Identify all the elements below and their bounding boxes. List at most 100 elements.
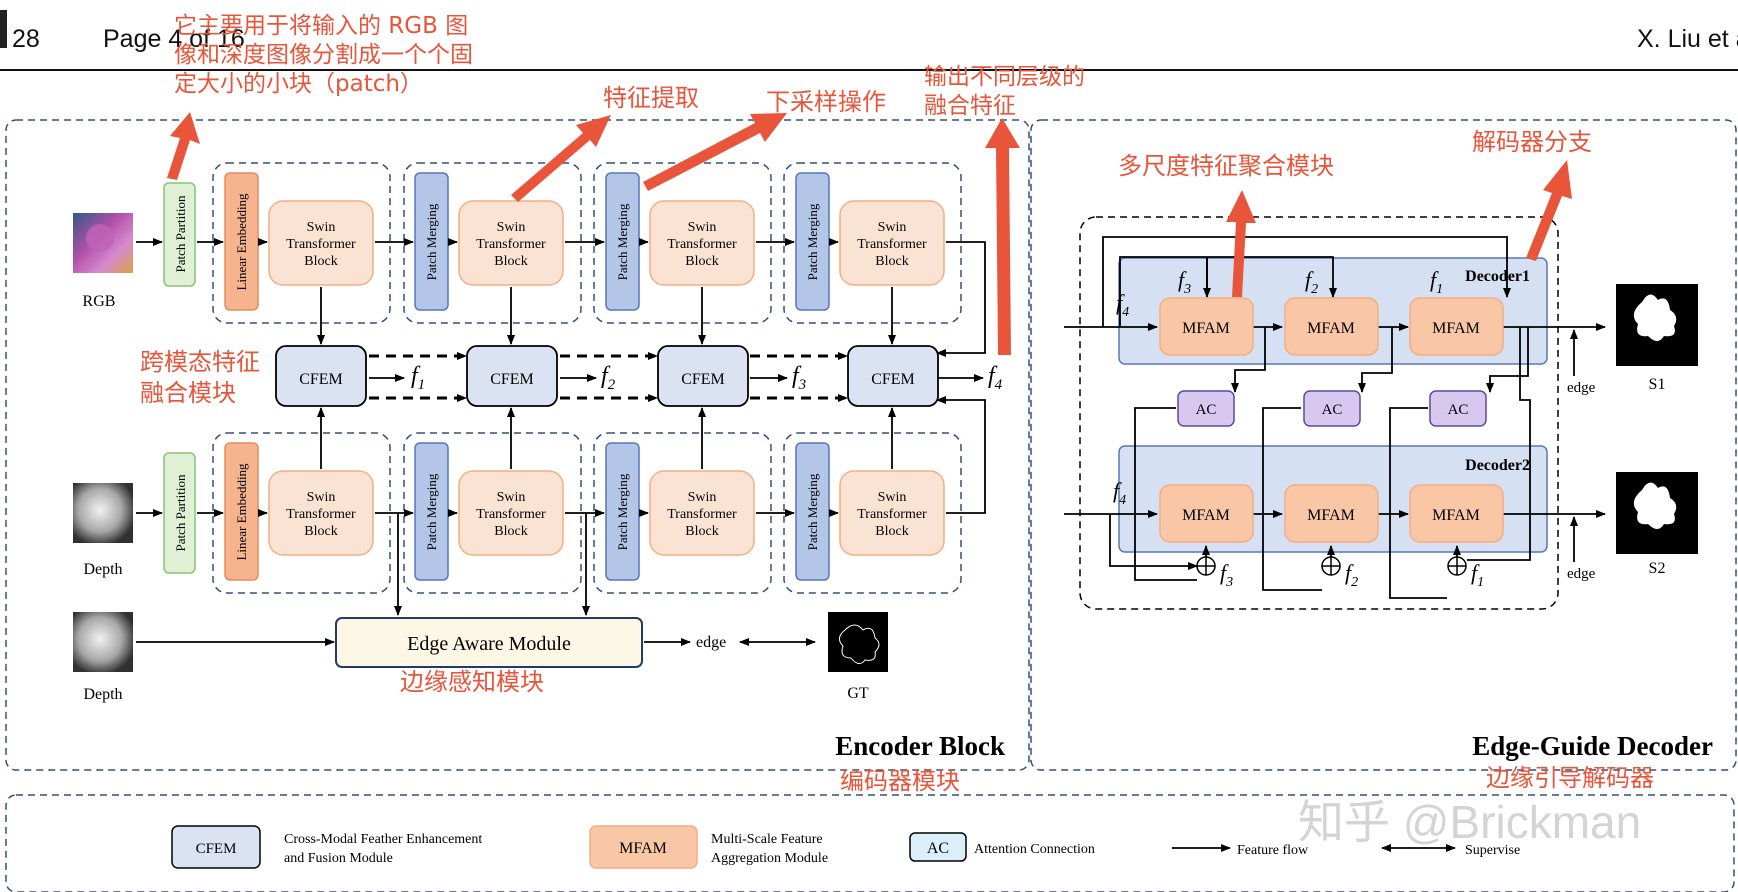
f1-label: f1 [411, 363, 425, 393]
cfem-1: CFEM [275, 345, 367, 407]
output-s1 [1616, 284, 1698, 366]
ac-1: AC [1177, 390, 1235, 427]
swin-line2: Transformer [857, 237, 927, 252]
legend-mfam-desc1: Multi-Scale Feature [711, 832, 823, 847]
linear-embedding-rgb: Linear Embedding [224, 172, 259, 311]
cfem-4: CFEM [847, 345, 939, 407]
encoder-flow-arrows [136, 238, 986, 646]
rgb-label: RGB [83, 293, 116, 310]
patch-partition-depth: Patch Partition [163, 452, 196, 574]
legend-container [5, 794, 1735, 892]
swin-line1: Swin [688, 490, 717, 505]
swin-line3: Block [304, 254, 337, 269]
s2-mask [1633, 482, 1677, 529]
annotation-arrows [167, 112, 1572, 355]
add-node-3 [1447, 556, 1467, 576]
header-page-number: 28 [12, 25, 40, 53]
annot-multilevel-1: 输出不同层级的 [924, 64, 1085, 90]
swin-line2: Transformer [476, 507, 546, 522]
dec-f2-bot: f2 [1345, 560, 1358, 590]
ac-label: AC [1322, 402, 1343, 418]
annot-cross-modal-1: 跨模态特征 [140, 348, 260, 376]
patch-merging-label: Patch Merging [615, 473, 630, 550]
swin-line1: Swin [688, 220, 717, 235]
gt-image [828, 612, 888, 672]
page-header: 28 Page 4 of 16 X. Liu et a [0, 10, 1738, 71]
mfam-label: MFAM [1182, 320, 1230, 337]
swin-line1: Swin [307, 220, 336, 235]
legend-ac-label: AC [927, 840, 949, 857]
decoder-wiring [1064, 236, 1606, 599]
ac-blocks: AC AC AC [1177, 390, 1487, 427]
patch-merging-d2: Patch Merging [605, 442, 640, 581]
annot-patch-3: 定大小的小块（patch） [174, 71, 423, 97]
swin-line1: Swin [307, 490, 336, 505]
legend-mfam-desc2: Aggregation Module [711, 851, 828, 866]
mfam-label: MFAM [1432, 320, 1480, 337]
annot-edge-module: 边缘感知模块 [400, 668, 544, 696]
patch-merging-label: Patch Merging [805, 473, 820, 550]
legend-cfem-desc2: and Fusion Module [284, 851, 393, 866]
decoder1-label: Decoder1 [1465, 268, 1530, 285]
swin-line2: Transformer [286, 507, 356, 522]
mfam-bot-2: MFAM [1284, 484, 1379, 543]
swin-line2: Transformer [476, 237, 546, 252]
s1-label: S1 [1649, 376, 1666, 393]
dec-f4-top: f4 [1116, 290, 1129, 320]
depth-label: Depth [83, 561, 122, 578]
swin-line1: Swin [497, 220, 526, 235]
patch-partition-rgb: Patch Partition [163, 182, 196, 287]
annot-feature-extract: 特征提取 [603, 84, 699, 112]
mfam-label: MFAM [1182, 507, 1230, 524]
swin-line2: Transformer [667, 507, 737, 522]
depth-image [73, 483, 133, 543]
linear-embedding-label: Linear Embedding [234, 463, 249, 561]
patch-merging-label: Patch Merging [424, 203, 439, 280]
legend-mfam-label: MFAM [619, 840, 667, 857]
patch-merging-r2: Patch Merging [605, 172, 640, 311]
patch-merging-label: Patch Merging [424, 473, 439, 550]
swin-line1: Swin [878, 220, 907, 235]
decoder-title: Edge-Guide Decoder [1472, 731, 1713, 761]
ac-label: AC [1196, 402, 1217, 418]
patch-merging-blocks: Patch Merging Patch Merging Patch Mergin… [414, 172, 830, 581]
depth-image-2 [73, 612, 133, 672]
input-images: RGB Depth Depth [73, 213, 133, 703]
header-marker [0, 10, 7, 48]
annot-decoder: 边缘引导解码器 [1486, 764, 1654, 792]
depth-label-2: Depth [83, 686, 122, 703]
dec-f1-bot: f1 [1471, 560, 1484, 590]
legend-cfem-desc1: Cross-Modal Feather Enhancement [284, 832, 482, 847]
legend-ac-swatch [909, 832, 967, 862]
mfam-blocks: MFAM MFAM MFAM MFAM MFAM MFAM [1159, 297, 1504, 543]
legend-ac-desc: Attention Connection [974, 842, 1095, 857]
swin-line3: Block [685, 524, 718, 539]
ac-3: AC [1429, 390, 1487, 427]
f2-label: f2 [601, 363, 616, 393]
swin-line2: Transformer [667, 237, 737, 252]
decoder2-edge-label: edge [1567, 566, 1596, 582]
cfem-2: CFEM [466, 345, 558, 407]
legend-supervise-label: Supervise [1465, 843, 1520, 858]
mfam-bot-3: MFAM [1409, 484, 1504, 543]
mfam-top-1: MFAM [1159, 297, 1254, 356]
patch-partition-label: Patch Partition [173, 474, 188, 551]
f3-label: f3 [792, 363, 806, 393]
dec-f3-top: f3 [1178, 267, 1191, 297]
dec-f2-top: f2 [1305, 267, 1318, 297]
s2-label: S2 [1649, 560, 1666, 577]
cfem-blocks: CFEM CFEM CFEM CFEM [275, 345, 939, 407]
mfam-bot-1: MFAM [1159, 484, 1254, 543]
output-s2 [1616, 472, 1698, 554]
swin-line3: Block [494, 254, 527, 269]
